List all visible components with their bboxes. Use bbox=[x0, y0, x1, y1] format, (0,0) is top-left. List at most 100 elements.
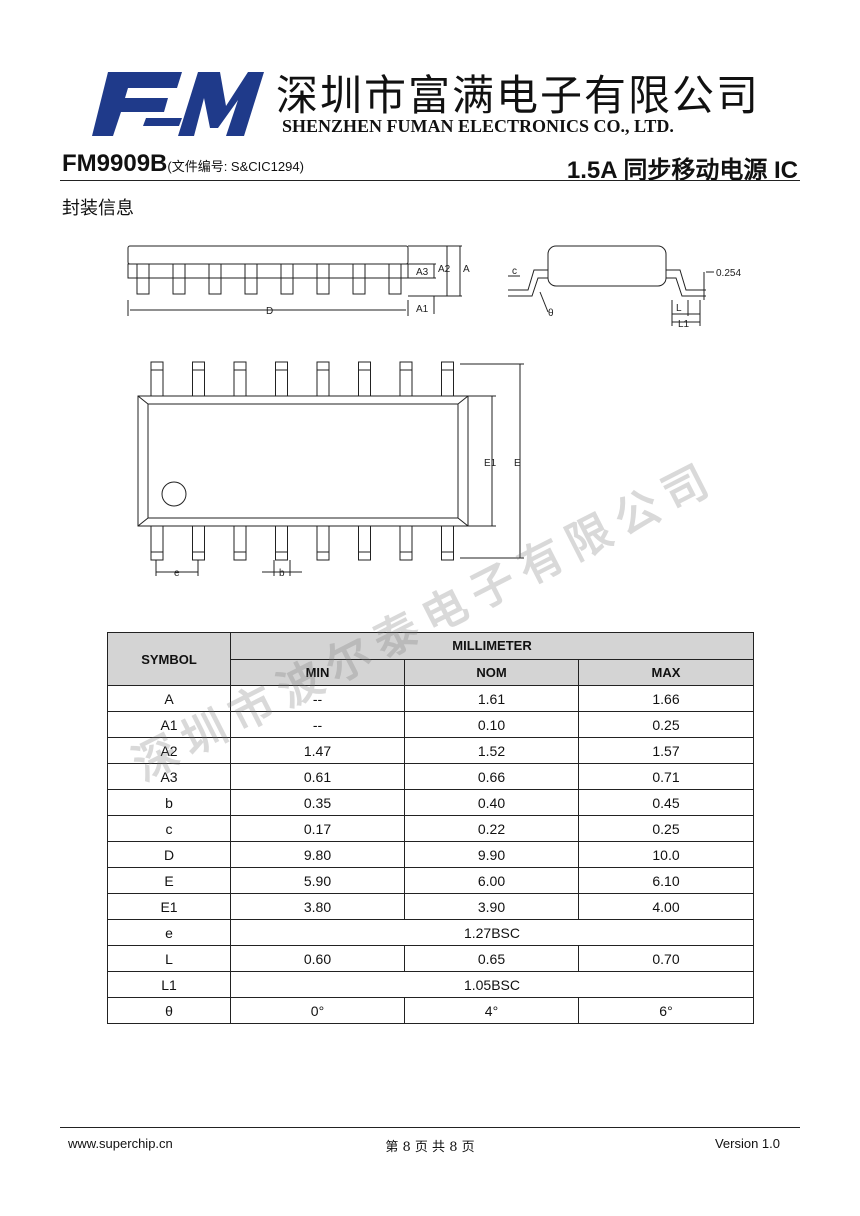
model-number: FM9909B bbox=[62, 150, 168, 177]
product-title: 1.5A 同步移动电源 IC bbox=[566, 157, 798, 184]
top-view bbox=[137, 361, 524, 576]
min-cell: -- bbox=[230, 711, 405, 738]
symbol-cell: L bbox=[107, 945, 231, 972]
min-cell: 0.60 bbox=[230, 945, 405, 972]
top-lead bbox=[316, 525, 330, 561]
nom-cell: 3.90 bbox=[404, 893, 579, 920]
footer-website: www.superchip.cn bbox=[68, 1136, 173, 1151]
min-cell: 0° bbox=[230, 997, 405, 1024]
nom-header: NOM bbox=[404, 658, 579, 686]
top-lead bbox=[150, 525, 164, 561]
symbol-cell: c bbox=[107, 815, 231, 842]
symbol-cell: D bbox=[107, 841, 231, 868]
company-name-english: SHENZHEN FUMAN ELECTRONICS CO., LTD. bbox=[282, 116, 674, 136]
package-outline-drawing: A3 A2 A A1 D c θ 0.254 L L1 E1 E e b bbox=[127, 245, 741, 579]
symbol-cell: E1 bbox=[107, 893, 231, 920]
side-lead bbox=[280, 263, 294, 295]
max-cell: 6° bbox=[578, 997, 754, 1024]
nom-cell: 0.66 bbox=[404, 763, 579, 790]
label-a2: A2 bbox=[438, 264, 451, 275]
top-lead bbox=[275, 361, 288, 397]
top-lead bbox=[192, 361, 205, 397]
max-cell: 0.71 bbox=[578, 763, 754, 790]
symbol-cell: b bbox=[107, 789, 231, 816]
symbol-cell: e bbox=[107, 919, 231, 946]
millimeter-header: MILLIMETER bbox=[230, 632, 754, 660]
fm-logo bbox=[92, 72, 264, 136]
label-a: A bbox=[463, 264, 470, 275]
company-name-chinese: 深圳市富满电子有限公司 bbox=[276, 71, 761, 120]
top-lead bbox=[399, 525, 413, 561]
max-cell: 6.10 bbox=[578, 867, 754, 894]
label-c: c bbox=[512, 266, 517, 277]
top-lead bbox=[441, 525, 454, 561]
label-l: L bbox=[676, 303, 682, 314]
top-lead bbox=[275, 525, 288, 561]
nom-cell: 0.22 bbox=[404, 815, 579, 842]
symbol-cell: A3 bbox=[107, 763, 231, 790]
bsc-value-cell: 1.05BSC bbox=[230, 971, 754, 998]
footer-version: Version 1.0 bbox=[714, 1136, 780, 1151]
max-cell: 0.25 bbox=[578, 711, 754, 738]
label-l1: L1 bbox=[678, 319, 690, 330]
min-cell: 5.90 bbox=[230, 867, 405, 894]
min-cell: 0.61 bbox=[230, 763, 405, 790]
symbol-cell: A2 bbox=[107, 737, 231, 764]
top-lead bbox=[358, 361, 371, 397]
label-theta: θ bbox=[548, 308, 554, 319]
side-lead bbox=[244, 263, 258, 295]
symbol-cell: θ bbox=[107, 997, 231, 1024]
top-lead bbox=[399, 361, 413, 397]
nom-cell: 0.10 bbox=[404, 711, 579, 738]
top-lead bbox=[233, 525, 247, 561]
document-number: (文件编号: S&CIC1294) bbox=[167, 159, 304, 174]
top-lead bbox=[192, 525, 205, 561]
label-b: b bbox=[279, 568, 285, 579]
side-lead bbox=[172, 263, 186, 295]
side-lead bbox=[388, 263, 402, 295]
label-0254: 0.254 bbox=[716, 268, 741, 279]
top-lead bbox=[358, 525, 371, 561]
nom-cell: 0.40 bbox=[404, 789, 579, 816]
label-a1: A1 bbox=[416, 304, 429, 315]
section-title: 封装信息 bbox=[62, 198, 134, 218]
header-divider bbox=[60, 180, 800, 181]
footer-divider bbox=[60, 1127, 800, 1128]
symbol-header: SYMBOL bbox=[107, 632, 231, 686]
min-cell: 0.17 bbox=[230, 815, 405, 842]
symbol-cell: A bbox=[107, 685, 231, 712]
nom-cell: 1.52 bbox=[404, 737, 579, 764]
label-e-outer: E bbox=[514, 458, 521, 469]
side-view bbox=[127, 245, 462, 316]
min-cell: -- bbox=[230, 685, 405, 712]
symbol-cell: A1 bbox=[107, 711, 231, 738]
min-cell: 0.35 bbox=[230, 789, 405, 816]
nom-cell: 4° bbox=[404, 997, 579, 1024]
end-view bbox=[508, 245, 714, 326]
max-cell: 10.0 bbox=[578, 841, 754, 868]
top-lead bbox=[233, 361, 247, 397]
label-e-pitch: e bbox=[174, 568, 180, 579]
top-lead bbox=[441, 361, 454, 397]
label-a3: A3 bbox=[416, 267, 429, 278]
min-cell: 3.80 bbox=[230, 893, 405, 920]
footer-page-number: 第 8 页 共 8 页 bbox=[385, 1140, 475, 1155]
label-e1: E1 bbox=[484, 458, 497, 469]
label-d: D bbox=[266, 306, 273, 317]
symbol-cell: L1 bbox=[107, 971, 231, 998]
top-lead bbox=[316, 361, 330, 397]
bsc-value-cell: 1.27BSC bbox=[230, 919, 754, 946]
symbol-cell: E bbox=[107, 867, 231, 894]
